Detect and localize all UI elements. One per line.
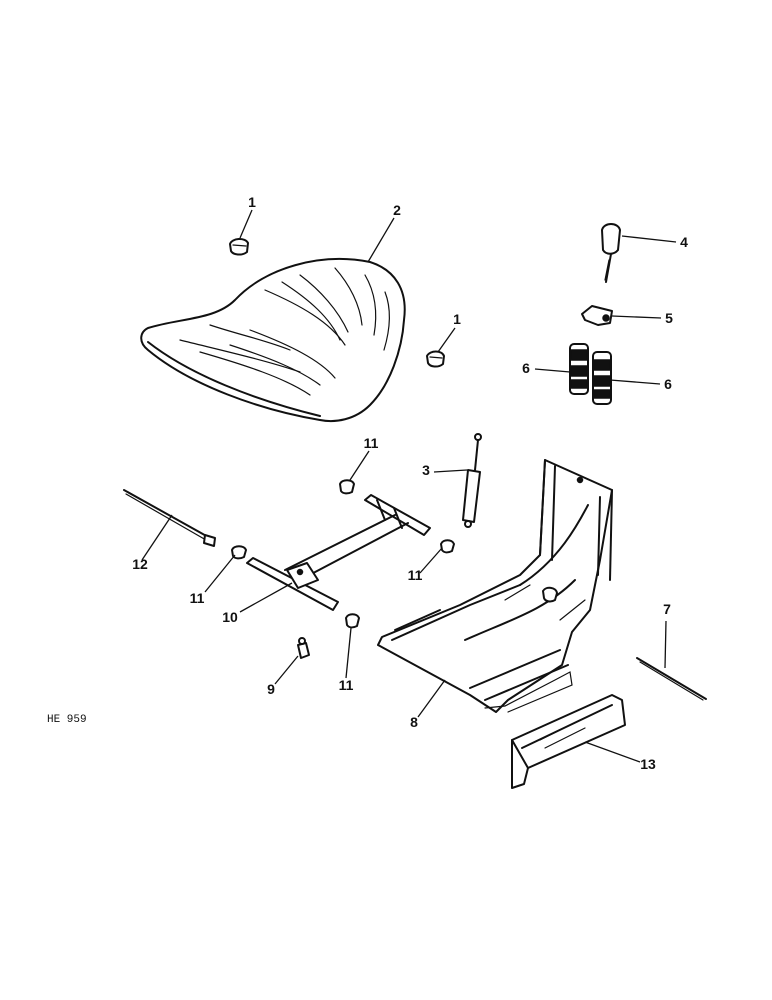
seat-support-frame [246,494,431,611]
pin-mid-left [231,545,247,560]
seat-pan [140,258,406,423]
callout-11-right: 11 [408,567,423,583]
leader-lines [141,209,677,763]
callout-10: 10 [222,609,238,625]
pin-lower [345,613,360,629]
pin-mid-right [440,539,455,554]
callout-6-left: 6 [522,360,530,376]
callout-11-upper: 11 [364,435,379,451]
callout-11-lower: 11 [339,677,354,693]
callout-4: 4 [680,234,688,250]
pin-upper [339,479,355,495]
callout-5: 5 [665,310,673,326]
seat-bumper-right [426,350,445,368]
mounting-channel [511,694,626,789]
callout-1-lower: 1 [453,311,461,327]
callout-6-right: 6 [664,376,672,392]
callout-2: 2 [393,202,401,218]
callout-13: 13 [640,756,656,772]
callout-3: 3 [422,462,430,478]
seat-spring-right [592,351,612,405]
pivot-rod [123,489,216,547]
lube-fitting [297,637,310,659]
callout-11-left: 11 [190,590,205,606]
clamp-plate [581,305,613,326]
rod [636,657,707,701]
seat-bumper-left [229,238,249,256]
figure-code: HE 959 [47,714,87,726]
shock-absorber [462,433,482,528]
callout-7: 7 [663,601,671,617]
callout-9: 9 [267,681,275,697]
adjusting-knob [601,223,621,283]
callout-12: 12 [132,556,148,572]
seat-base-bracket [377,459,613,713]
seat-spring-left [569,343,589,395]
callout-8: 8 [410,714,418,730]
callout-1-upper: 1 [248,194,256,210]
